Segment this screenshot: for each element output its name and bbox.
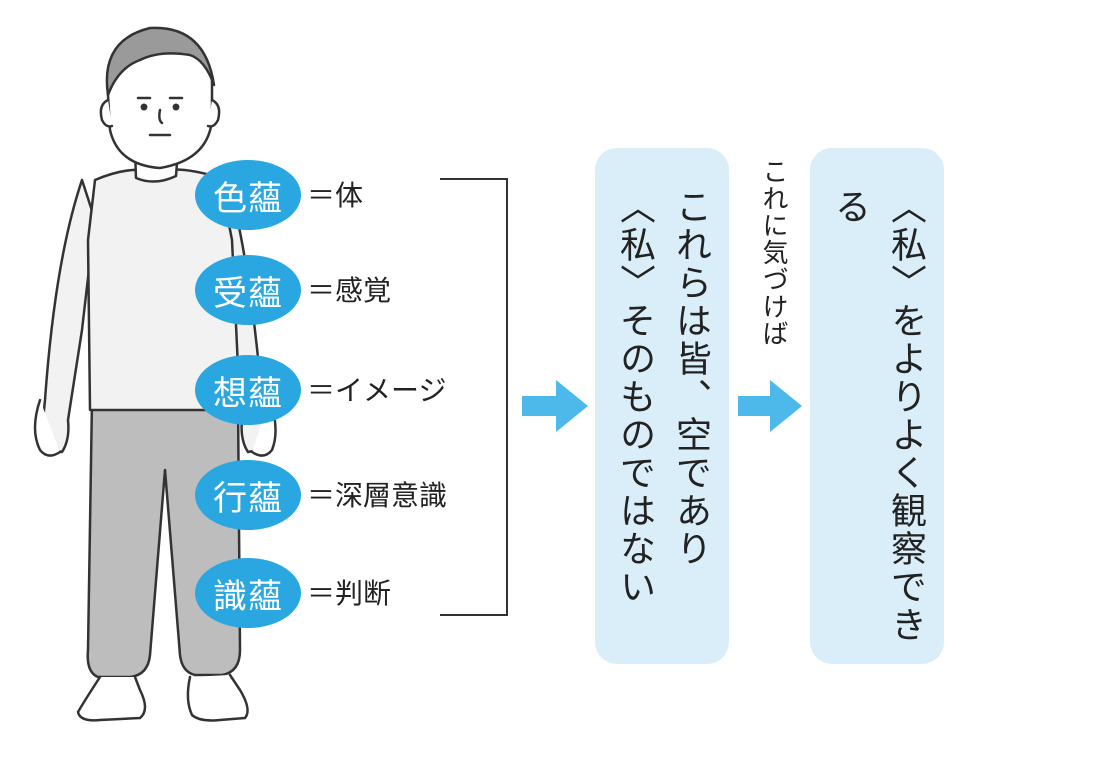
skandha-badge: 受蘊 <box>195 255 301 325</box>
hair <box>105 26 216 97</box>
pants <box>86 398 242 679</box>
skandha-badge: 色蘊 <box>195 160 301 230</box>
left-arm <box>40 178 97 454</box>
right-arrow-icon <box>738 380 802 432</box>
skandha-row-form: 色蘊 ＝体 <box>195 160 515 230</box>
panel1-line2: 〈私〉そのものではない <box>614 188 655 606</box>
skandha-row-consciousness: 識蘊 ＝判断 <box>195 558 515 628</box>
skandha-meaning: ＝判断 <box>307 577 392 610</box>
skandha-row-sensation: 受蘊 ＝感覚 <box>195 255 515 325</box>
right-foot <box>186 673 249 722</box>
skandha-badge: 行蘊 <box>195 460 301 530</box>
skandha-meaning: ＝体 <box>307 179 364 212</box>
skandha-meaning: ＝イメージ <box>307 374 447 407</box>
conclusion-panel-observe: 〈私〉をよりよく観察できる <box>810 148 944 664</box>
right-arrow-icon <box>522 380 588 432</box>
panel2-line1: 〈私〉をよりよく観察できる <box>829 188 926 644</box>
panel1-line1: これらは皆、空であり <box>670 188 711 568</box>
connector-text: これに気づけば <box>758 158 788 347</box>
skandha-row-formation: 行蘊 ＝深層意識 <box>195 460 515 530</box>
skandha-row-perception: 想蘊 ＝イメージ <box>195 355 515 425</box>
skandha-meaning: ＝深層意識 <box>307 479 448 512</box>
left-foot <box>76 675 147 722</box>
conclusion-panel-empty: これらは皆、空であり 〈私〉そのものではない <box>595 148 729 664</box>
skandha-badge: 識蘊 <box>195 558 301 628</box>
skandha-badge: 想蘊 <box>195 355 301 425</box>
skandha-meaning: ＝感覚 <box>307 274 392 307</box>
grouping-bracket <box>440 178 508 616</box>
